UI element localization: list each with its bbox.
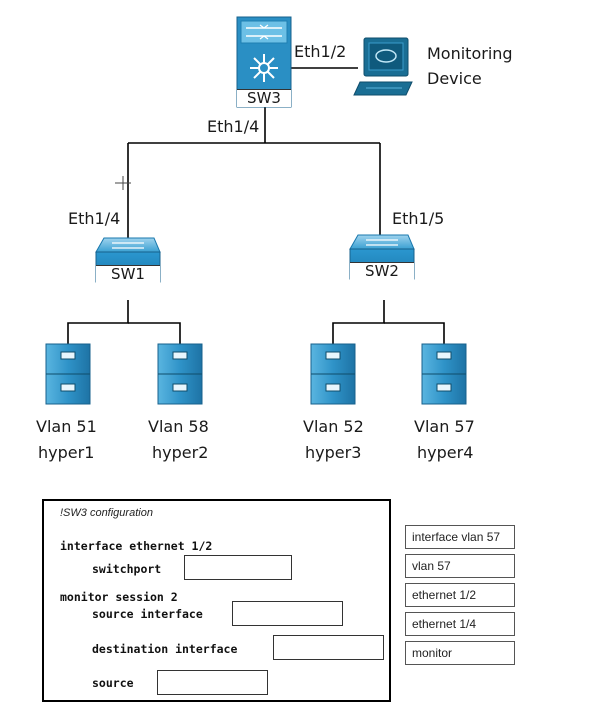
drop-slot-switchport[interactable] [184, 555, 292, 580]
option-ethernet-1-2[interactable]: ethernet 1/2 [405, 583, 515, 607]
crosshair-cursor-icon [115, 176, 131, 190]
port-label-sw3-eth1-2: Eth1/2 [294, 42, 347, 61]
link-sw1-hosts [67, 300, 129, 344]
sw2-name-plate: SW2 [350, 262, 414, 280]
server-hyper2-icon[interactable] [157, 343, 203, 405]
host-name-label: hyper3 [305, 443, 362, 462]
links [67, 67, 445, 344]
link-sw2-hosts-b [384, 322, 445, 344]
sw3-name-plate: SW3 [237, 89, 291, 107]
host-vlan-label: Vlan 57 [414, 417, 475, 436]
link-sw2-hosts [332, 300, 385, 344]
server-hyper1-icon[interactable] [45, 343, 91, 405]
drop-slot-source[interactable] [157, 670, 268, 695]
option-interface-vlan-57[interactable]: interface vlan 57 [405, 525, 515, 549]
monitoring-device-label-line1: Monitoring [427, 44, 513, 63]
option-monitor[interactable]: monitor [405, 641, 515, 665]
config-line-destination-interface: destination interface [92, 642, 238, 656]
config-line-switchport: switchport [92, 562, 162, 576]
sw2-label: SW2 [350, 262, 414, 280]
drop-slot-source-interface[interactable] [232, 601, 343, 626]
config-line-source-interface: source interface [92, 607, 203, 621]
host-name-label: hyper4 [417, 443, 474, 462]
config-title: !SW3 configuration [60, 507, 153, 519]
server-hyper4-icon[interactable] [421, 343, 467, 405]
monitoring-device-label-line2: Device [427, 69, 482, 88]
drop-slot-destination-interface[interactable] [273, 635, 384, 660]
config-line-monitor-session: monitor session 2 [60, 590, 178, 604]
link-sw1-hosts-b [128, 322, 181, 344]
monitoring-device-icon[interactable] [353, 37, 413, 96]
host-name-label: hyper1 [38, 443, 95, 462]
sw1-name-plate: SW1 [96, 265, 160, 283]
host-vlan-label: Vlan 58 [148, 417, 209, 436]
host-vlan-label: Vlan 51 [36, 417, 97, 436]
config-line-source: source [92, 676, 134, 690]
option-vlan-57[interactable]: vlan 57 [405, 554, 515, 578]
server-hyper3-icon[interactable] [310, 343, 356, 405]
sw1-label: SW1 [96, 265, 160, 283]
sw3-configuration-panel: !SW3 configuration interface ethernet 1/… [42, 499, 391, 702]
sw3-label: SW3 [237, 89, 291, 107]
host-name-label: hyper2 [152, 443, 209, 462]
config-line-interface: interface ethernet 1/2 [60, 539, 213, 553]
port-label-sw3-eth1-4: Eth1/4 [207, 117, 260, 136]
port-label-sw2-eth1-5: Eth1/5 [392, 209, 445, 228]
host-vlan-label: Vlan 52 [303, 417, 364, 436]
port-label-sw1-eth1-4: Eth1/4 [68, 209, 121, 228]
option-ethernet-1-4[interactable]: ethernet 1/4 [405, 612, 515, 636]
